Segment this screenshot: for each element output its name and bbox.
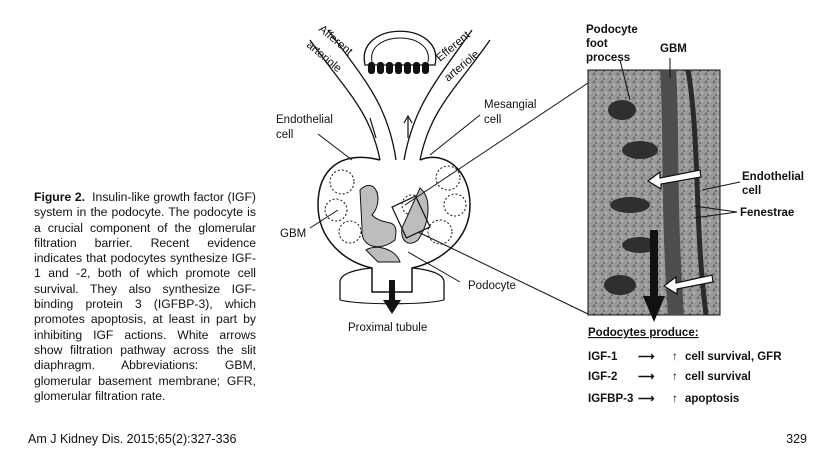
produce-arrow-igf2: ⟶: [638, 371, 655, 383]
produce-effect-igf2: cell survival: [685, 371, 751, 383]
produce-factor-igfbp3: IGFBP-3: [588, 393, 633, 405]
label-micrograph-gbm: GBM: [660, 43, 687, 55]
label-podocyte: Podocyte: [468, 280, 516, 292]
podocytes-produce-panel: Podocytes produce: IGF-1 ⟶ ↑ cell surviv…: [588, 327, 782, 405]
label-endothelial-1: Endothelial: [276, 114, 333, 126]
label-mesangial-1: Mesangial: [484, 99, 536, 111]
label-podocyte-foot-1: Podocyte: [586, 24, 638, 36]
label-mesangial-2: cell: [484, 114, 501, 126]
produce-effect-igfbp3: apoptosis: [685, 393, 739, 405]
label-podocyte-foot-2: foot: [586, 38, 608, 50]
page-number: 329: [786, 432, 807, 446]
produce-arrow-igfbp3: ⟶: [638, 393, 655, 405]
label-podocyte-foot-3: process: [586, 52, 630, 64]
produce-title: Podocytes produce:: [588, 327, 699, 339]
label-fenestrae: Fenestrae: [740, 207, 794, 219]
figure-caption: Figure 2. Insulin-like growth factor (IG…: [34, 190, 256, 404]
caption-text: Insulin-like growth factor (IGF) system …: [34, 190, 256, 403]
produce-effect-igf1: cell survival, GFR: [685, 351, 782, 363]
up-arrow-icon: ↑: [672, 371, 678, 383]
citation: Am J Kidney Dis. 2015;65(2):327-336: [28, 432, 237, 446]
produce-factor-igf1: IGF-1: [588, 351, 618, 363]
electron-micrograph: [587, 58, 741, 322]
glomerulus-diagram: [309, 29, 589, 315]
label-endothelial-2: cell: [276, 129, 293, 141]
figure-label: Figure 2.: [34, 190, 85, 204]
produce-arrow-igf1: ⟶: [638, 351, 655, 363]
label-micrograph-endothelial-2: cell: [742, 185, 761, 197]
label-proximal-tubule: Proximal tubule: [348, 322, 427, 334]
up-arrow-icon: ↑: [672, 393, 678, 405]
produce-factor-igf2: IGF-2: [588, 371, 617, 383]
label-gbm: GBM: [280, 228, 306, 240]
up-arrow-icon: ↑: [672, 351, 678, 363]
label-micrograph-endothelial-1: Endothelial: [742, 171, 804, 183]
